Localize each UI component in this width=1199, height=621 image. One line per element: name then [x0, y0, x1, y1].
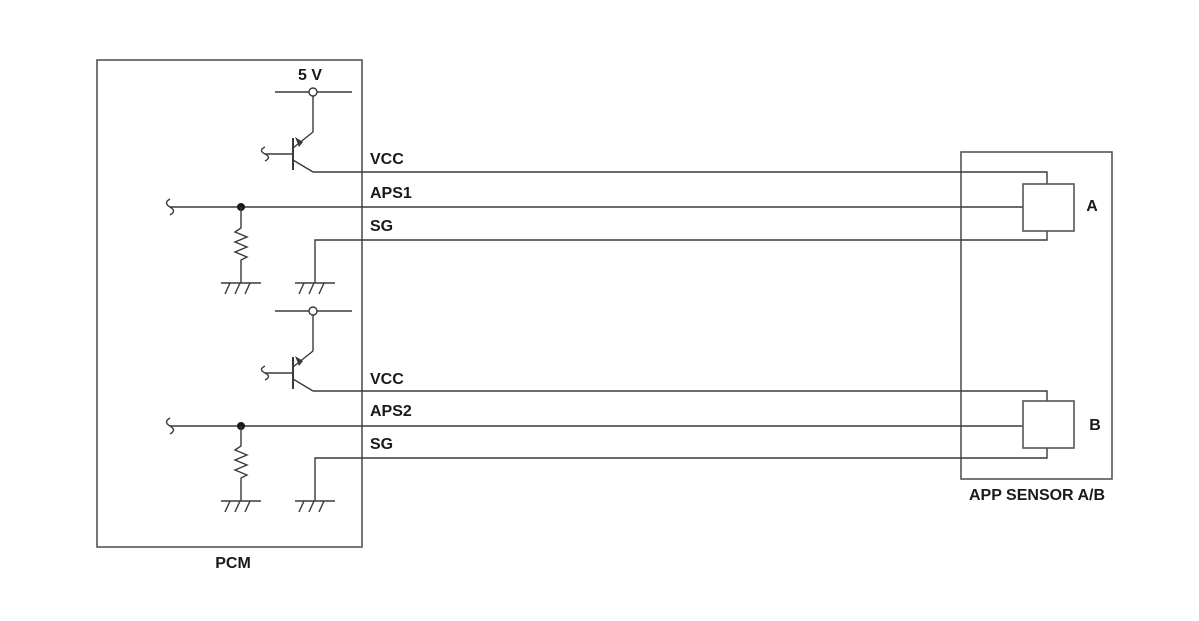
ground-symbol-2: [295, 500, 335, 513]
transistor-2: [260, 315, 314, 392]
sensor-a: [1022, 183, 1075, 232]
sg-wire-2: [314, 448, 1048, 501]
app-sensor-box: [960, 151, 1113, 480]
resistor-2: [221, 426, 261, 513]
sensor-b: [1022, 400, 1075, 449]
sg-label-1: SG: [370, 218, 393, 235]
resistor-1: [221, 207, 261, 295]
aps1-label: APS1: [370, 185, 412, 202]
transistor-1: [260, 96, 314, 173]
supply-terminal-2: [308, 306, 318, 316]
channel-1: 5 V VCC APS1 SG: [165, 67, 1098, 295]
pcm-box: [96, 59, 363, 548]
sensor-b-label: B: [1089, 417, 1101, 434]
vcc-label-1: VCC: [370, 151, 404, 168]
vcc-label-2: VCC: [370, 371, 404, 388]
channel-2: VCC APS2 SG B: [165, 306, 1101, 513]
ground-symbol-1: [295, 282, 335, 295]
aps2-label: APS2: [370, 403, 412, 420]
pcm-label: PCM: [215, 555, 251, 572]
supply-terminal-1: [308, 87, 318, 97]
supply-label: 5 V: [298, 67, 322, 84]
sg-wire-1: [314, 231, 1048, 283]
sensor-a-label: A: [1086, 198, 1098, 215]
vcc-wire-2: [313, 390, 1048, 401]
sg-label-2: SG: [370, 436, 393, 453]
vcc-wire-1: [313, 171, 1048, 184]
app-sensor-label: APP SENSOR A/B: [969, 487, 1105, 504]
